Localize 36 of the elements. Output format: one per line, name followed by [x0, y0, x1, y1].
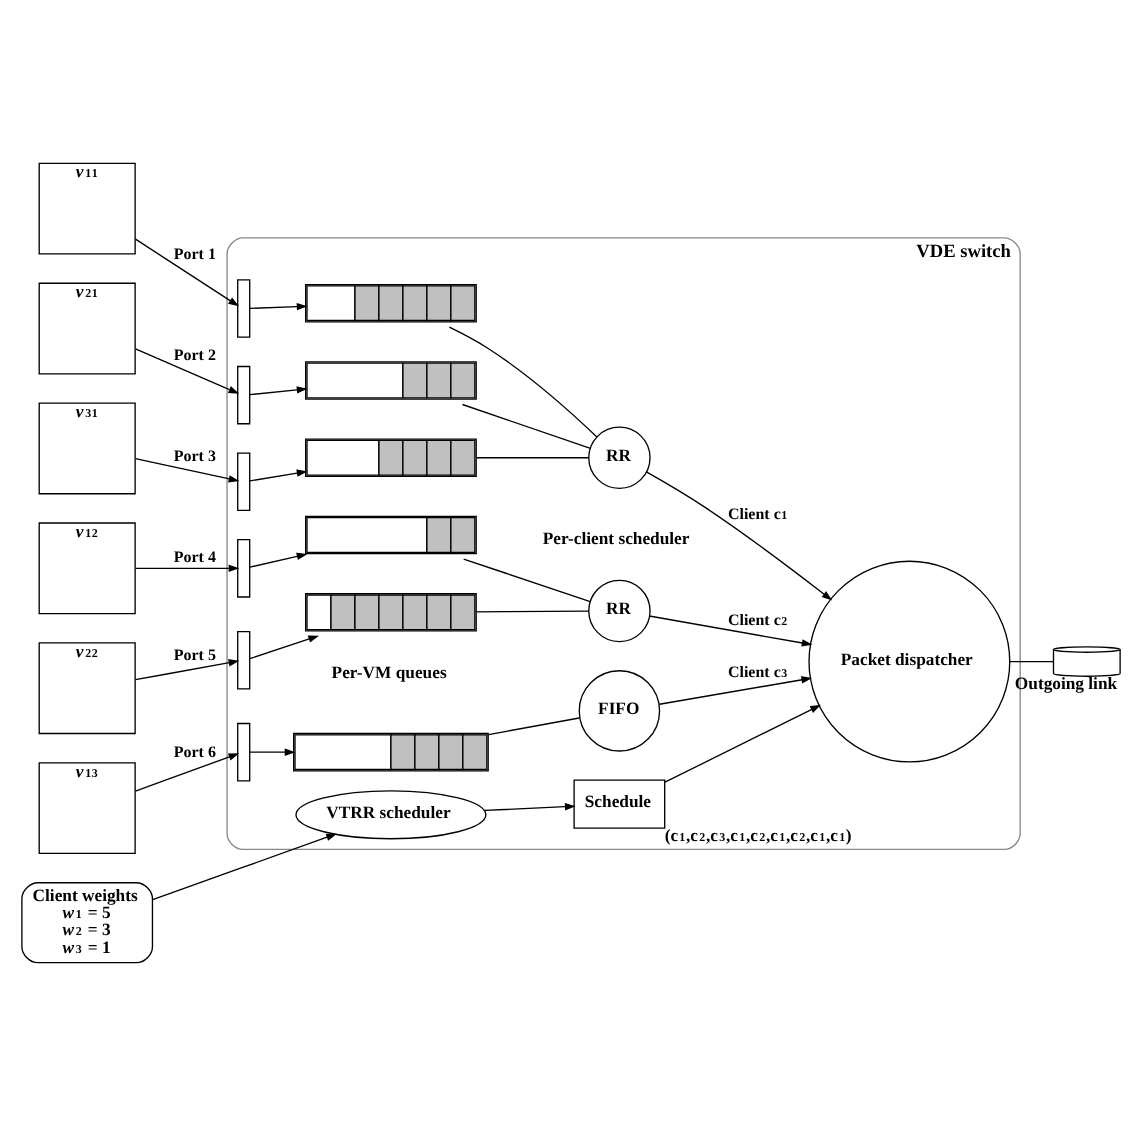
arrow — [249, 551, 308, 567]
arrow — [645, 470, 833, 600]
node-box: Schedule — [573, 778, 666, 828]
arrow — [249, 634, 319, 659]
arrow — [484, 801, 576, 811]
label: Per-client scheduler — [542, 526, 690, 547]
node-bar — [237, 278, 251, 337]
arrow — [152, 832, 337, 900]
node-circle: RR — [588, 578, 651, 642]
node-bar — [237, 451, 251, 511]
arrow — [249, 385, 308, 395]
arrow — [249, 468, 308, 481]
connector — [1009, 659, 1054, 662]
connector — [461, 402, 592, 448]
arrow — [249, 747, 296, 755]
arrow — [134, 658, 240, 680]
connector — [475, 456, 590, 458]
connector — [475, 609, 590, 612]
arrow — [134, 752, 240, 791]
arrow — [134, 237, 239, 306]
arrow — [134, 563, 240, 572]
node-bar — [237, 364, 251, 424]
connector — [463, 557, 591, 602]
label: Per-VM queues — [331, 661, 447, 682]
arrow — [658, 675, 813, 704]
arrow — [134, 456, 240, 482]
node-bar — [237, 538, 251, 597]
node-bar — [237, 629, 251, 689]
node-bar — [237, 721, 251, 781]
arrow — [648, 614, 813, 646]
node-circle: FIFO — [578, 669, 661, 751]
arrow — [664, 703, 821, 782]
arrow — [249, 301, 308, 310]
node-circle: RR — [588, 425, 651, 489]
connector — [488, 716, 580, 735]
arrow — [134, 347, 240, 393]
